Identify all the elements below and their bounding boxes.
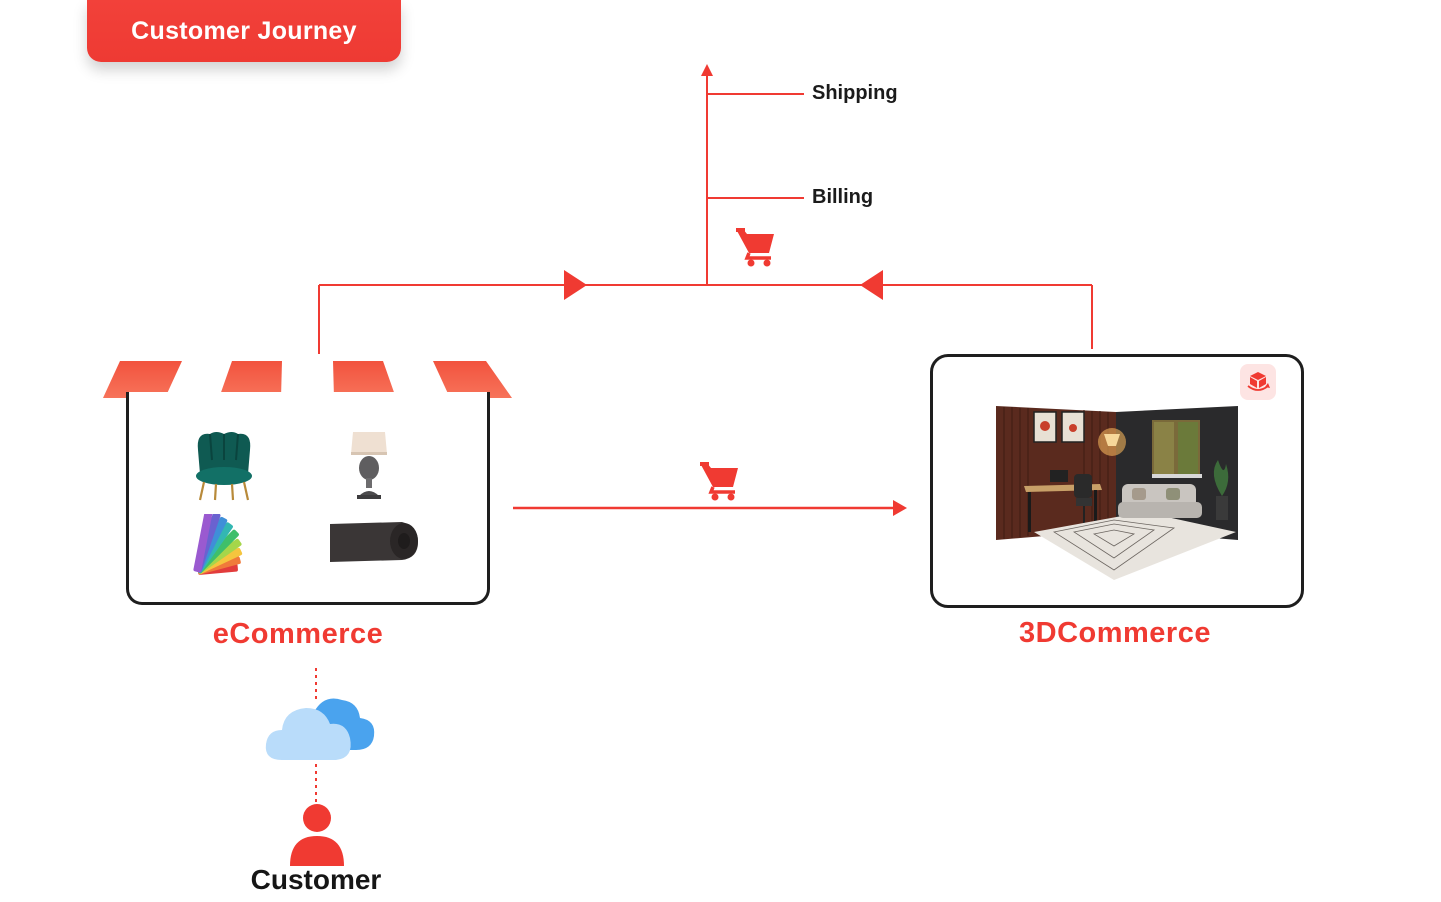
rolled-rug-image [330, 522, 418, 562]
bus-arrow-right [564, 270, 587, 300]
ecommerce-store [126, 392, 490, 605]
threed-commerce-label: 3DCommerce [1019, 617, 1211, 649]
shopping-cart-icon [736, 228, 774, 267]
shopping-cart-icon [700, 462, 738, 501]
transfer-arrowhead [893, 500, 907, 516]
3d-cube-icon[interactable] [1240, 364, 1276, 400]
customer-label: Customer [250, 864, 382, 895]
3d-room-render-image [996, 406, 1238, 580]
table-lamp-image [351, 432, 387, 499]
armchair-image [196, 432, 252, 501]
awning-panel-3 [333, 361, 396, 398]
shipping-label: Shipping [812, 82, 898, 104]
trunk-arrowhead [701, 64, 713, 76]
color-swatch-fan-image [193, 514, 243, 575]
bus-arrow-left [860, 270, 883, 300]
user-icon [290, 804, 344, 866]
awning-panel-1 [103, 361, 182, 398]
page-title: Customer Journey [87, 0, 401, 62]
awning-panel-2 [219, 361, 282, 398]
cloud-icon [265, 698, 375, 760]
3d-cube-glyph [1247, 372, 1270, 391]
billing-label: Billing [812, 186, 874, 208]
awning-panel-4 [433, 361, 512, 398]
ecommerce-label: eCommerce [212, 618, 384, 650]
